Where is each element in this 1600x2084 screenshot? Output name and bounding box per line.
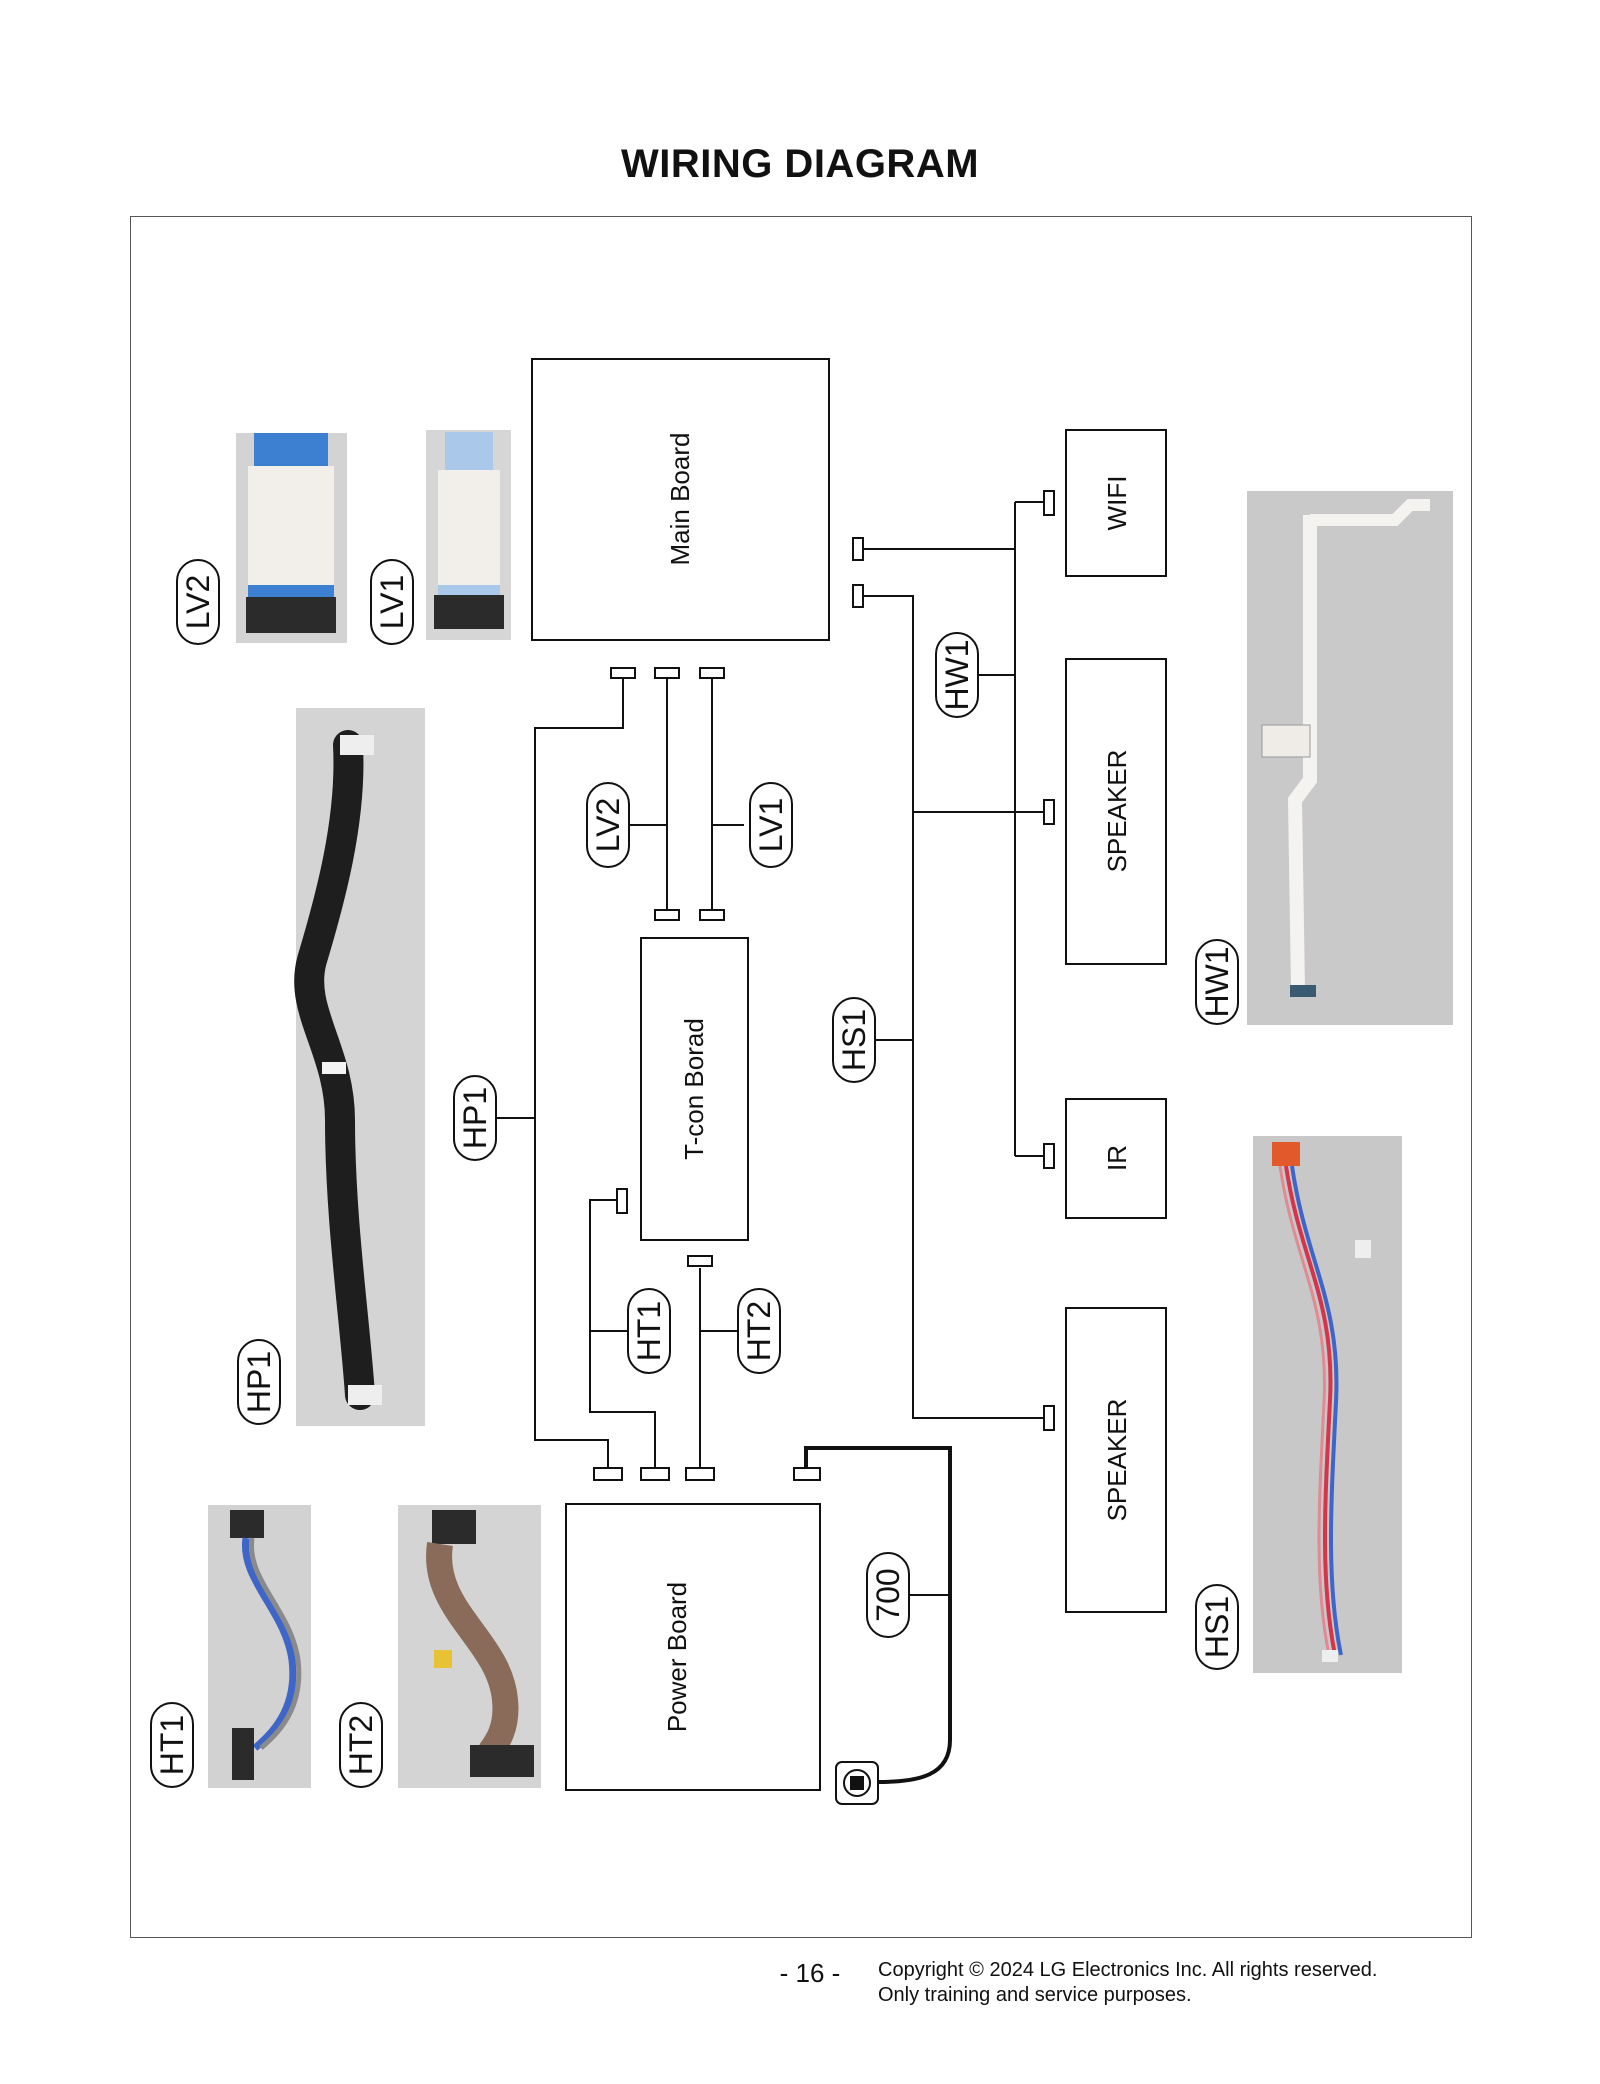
copyright-line-2: Only training and service purposes. (878, 1984, 1192, 2006)
svg-text:LV2: LV2 (180, 575, 216, 630)
tcon-board: T-con Borad (640, 937, 749, 1241)
svg-text:HP1: HP1 (241, 1351, 277, 1413)
photo-hw1-cable (1247, 491, 1453, 1025)
copyright-notice: Copyright © 2024 LG Electronics Inc. All… (878, 1958, 1377, 2008)
photo-label-hp1: HP1 (237, 1339, 281, 1425)
power-board-label: Power Board (662, 1582, 692, 1732)
cable-label-lv2: LV2 (586, 782, 630, 868)
svg-text:HS1: HS1 (836, 1009, 872, 1071)
connectors (593, 490, 1055, 1481)
page-title: WIRING DIAGRAM (620, 142, 980, 186)
ir-module: IR (1065, 1098, 1167, 1219)
wifi-label: WIFI (1102, 476, 1132, 531)
main-board-label: Main Board (665, 433, 695, 566)
photo-hs1-cable (1253, 1136, 1402, 1673)
cable-label-hp1: HP1 (453, 1075, 497, 1161)
hp1-wire (534, 676, 624, 1468)
copyright-line-1: Copyright © 2024 LG Electronics Inc. All… (878, 1959, 1378, 1981)
svg-text:LV1: LV1 (753, 798, 789, 853)
svg-text:HT2: HT2 (343, 1715, 379, 1775)
power-board: Power Board (565, 1503, 821, 1791)
svg-text:HT2: HT2 (741, 1301, 777, 1361)
cable-label-hs1: HS1 (832, 997, 876, 1083)
hs1-wire (862, 595, 1044, 1419)
ht1-wire (589, 1199, 656, 1468)
ir-label: IR (1102, 1145, 1132, 1171)
power-cord-wire (804, 1446, 952, 1784)
cable-label-ht1: HT1 (627, 1288, 671, 1374)
svg-text:HT1: HT1 (631, 1301, 667, 1361)
photo-ht2-cable (398, 1505, 541, 1788)
photo-label-lv2: LV2 (176, 559, 220, 645)
photo-lv1-cable (426, 430, 511, 640)
cable-label-hw1: HW1 (935, 632, 979, 718)
photo-label-ht1: HT1 (150, 1702, 194, 1788)
svg-text:HT1: HT1 (154, 1715, 190, 1775)
speaker-top-label: SPEAKER (1102, 750, 1132, 873)
wifi-module: WIFI (1065, 429, 1167, 577)
speaker-top: SPEAKER (1065, 658, 1167, 965)
main-board: Main Board (531, 358, 830, 641)
svg-text:HW1: HW1 (939, 639, 975, 710)
tcon-board-label: T-con Borad (679, 1018, 709, 1160)
page-number: - 16 - (779, 1958, 841, 1988)
svg-text:HW1: HW1 (1199, 946, 1235, 1017)
diagram-frame (130, 216, 1472, 1938)
photo-label-lv1: LV1 (370, 559, 414, 645)
photo-ht1-cable (208, 1505, 311, 1788)
power-plug-icon (835, 1761, 879, 1805)
speaker-bottom: SPEAKER (1065, 1307, 1167, 1613)
cable-label-ht2: HT2 (737, 1288, 781, 1374)
svg-text:LV1: LV1 (374, 575, 410, 630)
svg-text:LV2: LV2 (590, 798, 626, 853)
photo-label-hs1: HS1 (1195, 1584, 1239, 1670)
svg-text:HP1: HP1 (457, 1087, 493, 1149)
photo-lv2-cable (236, 433, 347, 643)
photo-label-ht2: HT2 (339, 1702, 383, 1788)
svg-text:HS1: HS1 (1199, 1596, 1235, 1658)
photo-hp1-cable (294, 708, 425, 1426)
speaker-bottom-label: SPEAKER (1102, 1399, 1132, 1522)
hw1-wire (862, 501, 1044, 1157)
cable-label-power-cord: 700 (866, 1552, 910, 1638)
photo-label-hw1: HW1 (1195, 939, 1239, 1025)
svg-text:700: 700 (870, 1568, 906, 1621)
cable-label-lv1: LV1 (749, 782, 793, 868)
